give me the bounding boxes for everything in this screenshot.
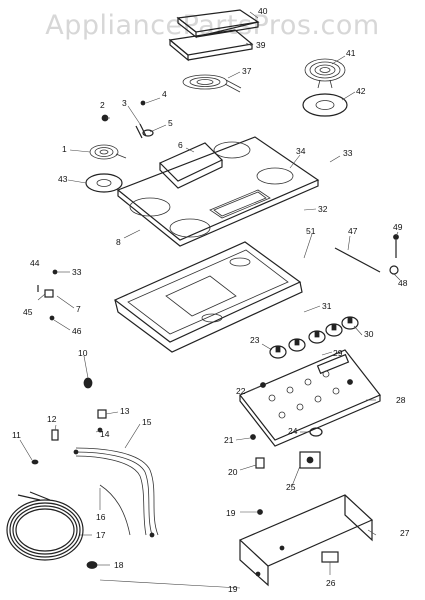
- callout: 47: [348, 226, 358, 236]
- control-panel: [239, 349, 381, 447]
- callout: 33: [72, 267, 82, 277]
- callout: 37: [242, 66, 252, 76]
- surface-coil-element: [304, 58, 346, 89]
- callout: 12: [47, 414, 57, 424]
- callout: 1: [62, 144, 67, 154]
- callout: 45: [23, 307, 33, 317]
- cover-pad: [168, 9, 260, 62]
- callout: 51: [306, 226, 316, 236]
- left-hardware: [37, 269, 58, 321]
- callout: 25: [286, 482, 296, 492]
- callout: 31: [322, 301, 332, 311]
- callout: 19: [228, 584, 238, 594]
- cooktop-pan: [113, 241, 303, 353]
- grommet: [86, 561, 98, 569]
- callout: 41: [346, 48, 356, 58]
- small-hardware: [101, 100, 154, 139]
- callout: 4: [162, 89, 167, 99]
- callout: 16: [96, 512, 106, 522]
- callout: 24: [288, 426, 298, 436]
- callout: 39: [256, 40, 266, 50]
- callout: 42: [356, 86, 366, 96]
- leader-lines: [19, 11, 401, 589]
- callout: 30: [364, 329, 374, 339]
- callout: 3: [122, 98, 127, 108]
- callout: 7: [76, 304, 81, 314]
- callout: 33: [343, 148, 353, 158]
- callout: 26: [326, 578, 336, 588]
- terminals: [31, 409, 107, 465]
- callout: 49: [393, 222, 403, 232]
- callout: 43: [58, 174, 68, 184]
- callout: 15: [142, 417, 152, 427]
- callout: 40: [258, 6, 268, 16]
- callout: 2: [100, 100, 105, 110]
- callout: 44: [30, 258, 40, 268]
- callout-labels: 40 39 37 41 42 2 3 4 5 6 34 33 1 43 32 8…: [12, 6, 410, 594]
- support-rod: [334, 247, 381, 273]
- callout: 13: [120, 406, 130, 416]
- cooktop-top: [116, 136, 320, 247]
- heating-element: [182, 74, 242, 93]
- callout: 48: [398, 278, 408, 288]
- mounting-bracket: [238, 494, 374, 587]
- small-knob: [83, 377, 93, 389]
- drip-pan-left: [85, 173, 123, 193]
- callout: 22: [236, 386, 246, 396]
- small-coil-element: [89, 144, 127, 160]
- callout: 23: [250, 335, 260, 345]
- callout: 14: [100, 429, 110, 439]
- power-cord-coil: [6, 491, 84, 561]
- callout: 19: [226, 508, 236, 518]
- screws: [250, 382, 266, 515]
- fasteners-right: [389, 234, 399, 275]
- callout: 32: [318, 204, 328, 214]
- callout: 10: [78, 348, 88, 358]
- wiring-harness: [73, 447, 159, 538]
- drip-pan-right: [302, 93, 348, 117]
- callout: 8: [116, 237, 121, 247]
- callout: 17: [96, 530, 106, 540]
- callout: 6: [178, 140, 183, 150]
- callout: 29: [333, 348, 343, 358]
- callout: 20: [228, 467, 238, 477]
- callout: 28: [396, 395, 406, 405]
- callout: 21: [224, 435, 234, 445]
- callout: 5: [168, 118, 173, 128]
- control-knobs: [269, 316, 359, 359]
- callout: 18: [114, 560, 124, 570]
- callout: 27: [400, 528, 410, 538]
- callout: 11: [12, 430, 21, 440]
- callout: 34: [296, 146, 306, 156]
- callout: 46: [72, 326, 82, 336]
